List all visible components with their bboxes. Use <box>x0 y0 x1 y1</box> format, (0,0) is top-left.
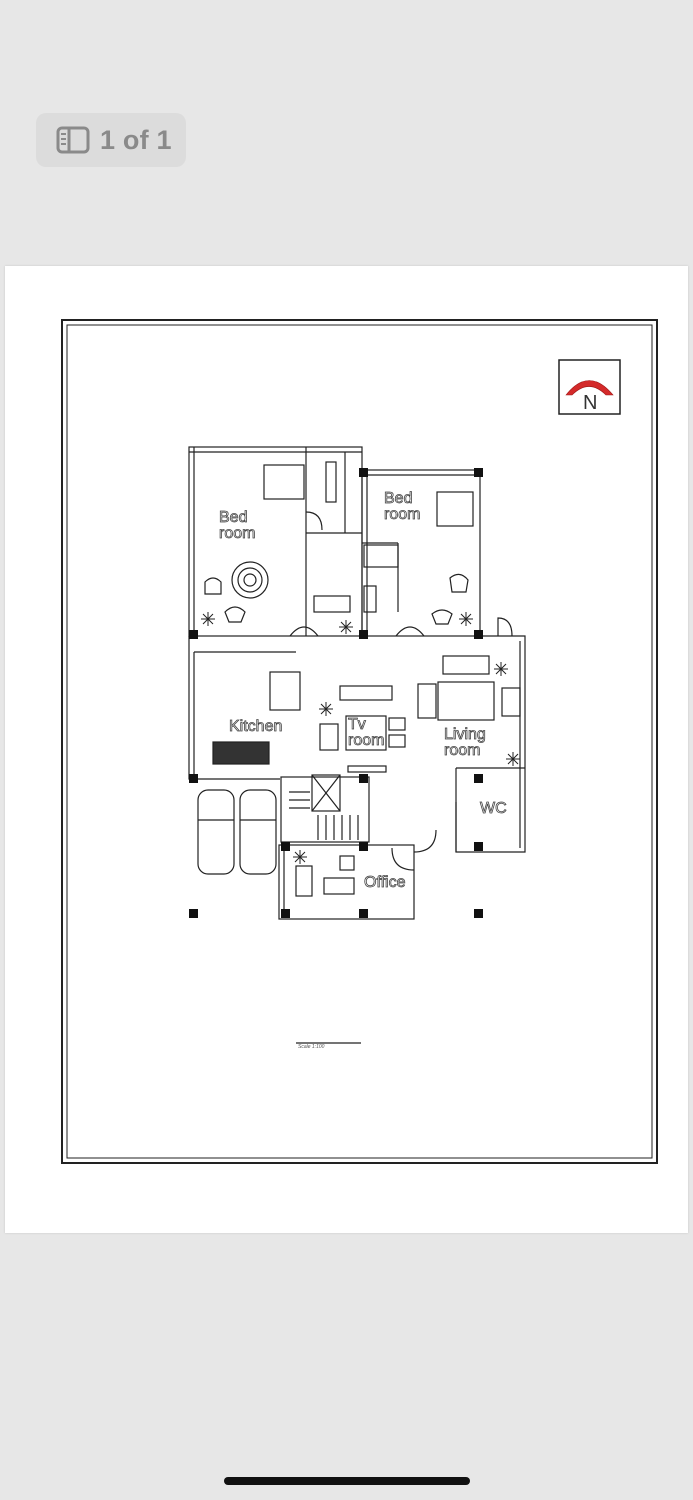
room-label-living-room: Living room <box>444 726 487 759</box>
page-indicator-button[interactable]: 1 of 1 <box>36 113 186 167</box>
room-label-bedroom-left: Bed room <box>219 509 256 542</box>
scale-label: Scale 1:100 <box>298 1044 325 1050</box>
room-label-kitchen: Kitchen <box>229 718 283 735</box>
home-indicator[interactable] <box>224 1477 470 1485</box>
page-indicator-label: 1 of 1 <box>100 124 172 155</box>
room-label-tv-room: Tv room <box>348 716 385 749</box>
room-label-bedroom-right: Bed room <box>384 490 421 523</box>
document-page[interactable] <box>5 266 688 1233</box>
room-label-wc: WC <box>480 800 507 817</box>
sidebar-icon <box>56 126 90 154</box>
room-label-office: Office <box>364 874 406 891</box>
